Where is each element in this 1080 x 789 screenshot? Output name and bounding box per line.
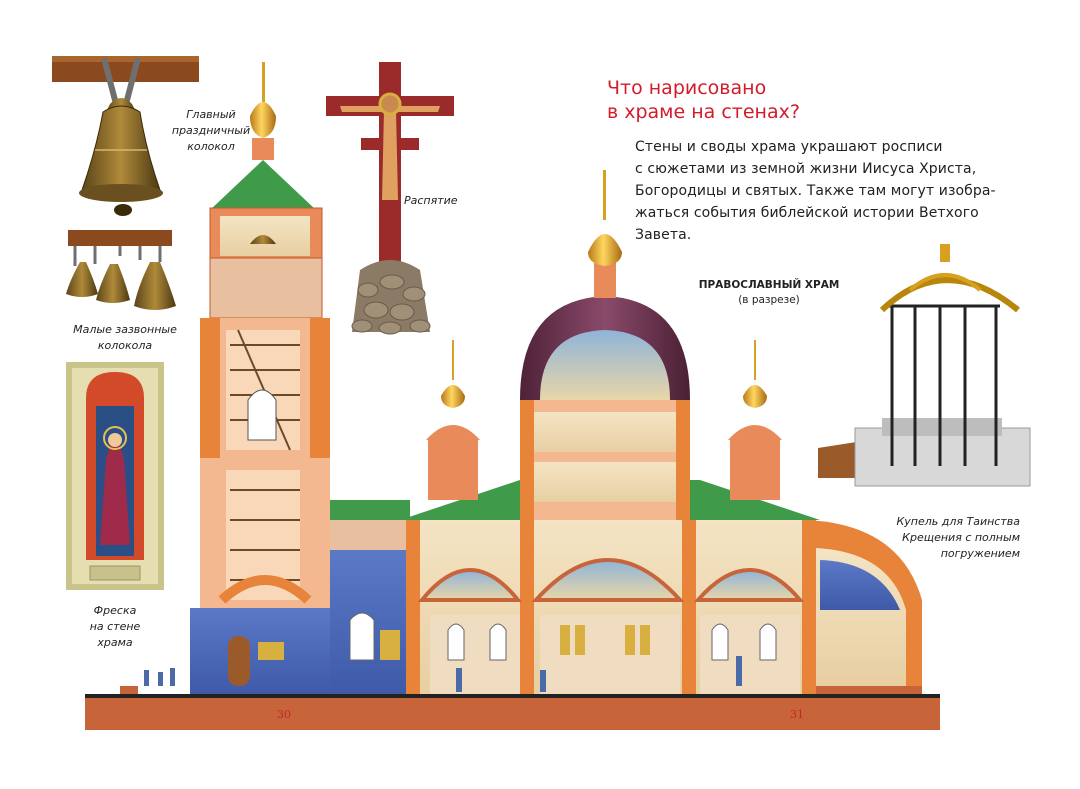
- ground: [85, 686, 940, 730]
- baptismal-font-picture: [818, 244, 1031, 487]
- caption-line: Малые зазвонные: [73, 323, 177, 336]
- caption-fresco: Фреска на стене храма: [70, 603, 160, 651]
- refectory: [330, 500, 410, 694]
- caption-line: Главный: [186, 108, 236, 121]
- bell-tower: [190, 62, 340, 694]
- page-heading-line1: Что нарисовано: [607, 77, 767, 99]
- body-line: жаться события библейской истории Ветхог…: [635, 205, 979, 221]
- caption-line: праздничный: [171, 124, 251, 137]
- caption-baptismal-font: Купель для Таинства Крещения с полным по…: [880, 514, 1020, 562]
- caption-line: Фреска: [93, 604, 137, 617]
- caption-line: Крещения с полным: [902, 531, 1020, 544]
- caption-small-bells: Малые зазвонные колокола: [60, 322, 190, 354]
- main-church: [400, 170, 820, 694]
- caption-line: погружением: [940, 547, 1020, 560]
- page-number-left: 30: [277, 708, 291, 721]
- caption-line: Купель для Таинства: [896, 515, 1020, 528]
- church-label: ПРАВОСЛАВНЫЙ ХРАМ (в разрезе): [680, 278, 858, 308]
- apse: [806, 520, 922, 686]
- body-line: Богородицы и святых. Также там могут изо…: [635, 183, 996, 199]
- body-line: Стены и своды храма украшают росписи: [635, 139, 943, 155]
- caption-crucifix: Распятие: [404, 194, 458, 207]
- fresco-picture: [66, 362, 164, 590]
- page-number-right: 31: [790, 708, 804, 721]
- body-paragraph: Стены и своды храма украшают росписи с с…: [635, 136, 1030, 246]
- page-heading-line2: в храме на стенах?: [607, 101, 800, 123]
- body-line: с сюжетами из земной жизни Иисуса Христа…: [635, 161, 977, 177]
- caption-line: колокол: [187, 140, 235, 153]
- caption-main-bell: Главный праздничный колокол: [166, 107, 256, 155]
- crucifix-picture: [326, 62, 454, 335]
- caption-line: колокола: [97, 339, 153, 352]
- page-heading: Что нарисовано в храме на стенах?: [607, 76, 867, 124]
- main-bell-picture: [52, 56, 199, 216]
- people: [144, 656, 742, 692]
- small-bells-picture: [66, 230, 176, 310]
- church-label-sub: (в разрезе): [738, 294, 800, 306]
- body-line: Завета.: [635, 227, 692, 243]
- church-label-main: ПРАВОСЛАВНЫЙ ХРАМ: [698, 279, 840, 291]
- caption-line: на стене: [89, 620, 141, 633]
- caption-line: храма: [97, 636, 133, 649]
